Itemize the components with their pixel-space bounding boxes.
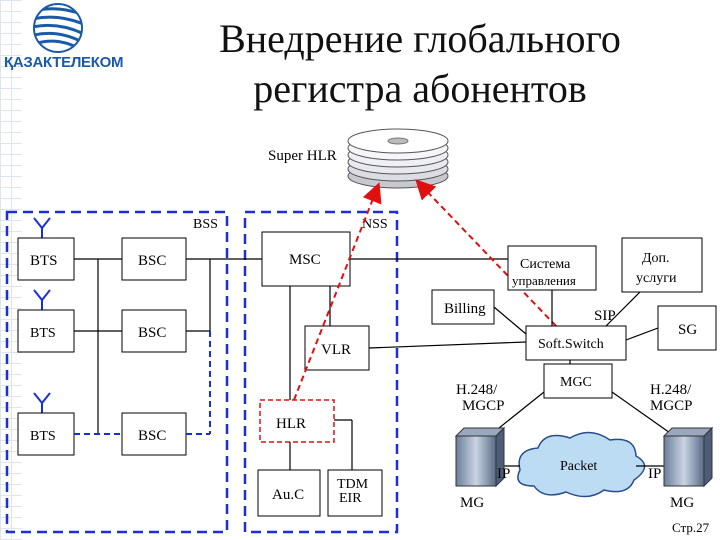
softswitch-node — [525, 325, 627, 361]
antenna-icons — [33, 217, 51, 413]
bss-label: BSS — [193, 217, 218, 232]
auc-node — [257, 469, 321, 517]
eir-label: EIR — [339, 491, 362, 506]
hlr-super-hlr-arrow — [293, 182, 382, 401]
bts-label-3: BTS — [30, 429, 56, 444]
hlr-label: HLR — [276, 416, 306, 432]
bts-bsc-links — [74, 258, 122, 434]
antenna-icon — [33, 392, 51, 413]
mgc-label: MGC — [560, 375, 592, 390]
sip-label: SIP — [594, 308, 616, 324]
nss-region — [243, 210, 399, 534]
title-line-2: регистра абонентов — [253, 66, 587, 111]
h248-left-label-1: H.248/ — [456, 382, 498, 398]
mgc-node — [543, 363, 613, 399]
nss-links — [289, 258, 527, 470]
super-hlr-label: Super HLR — [268, 148, 337, 164]
sg-label: SG — [678, 322, 697, 338]
bsc-node-1 — [121, 237, 187, 281]
sg-node — [657, 305, 717, 351]
bts-label-2: BTS — [30, 326, 56, 341]
management-system-node — [507, 245, 597, 291]
h248-right-label-2: MGCP — [650, 398, 693, 414]
management-system-label-1: Система — [520, 257, 571, 272]
softswitch-label: Soft.Switch — [538, 337, 604, 352]
h248-right-label-1: H.248/ — [650, 382, 692, 398]
packet-cloud-icon — [517, 431, 646, 498]
bts-label-1: BTS — [30, 253, 58, 269]
softswitch-super-hlr-arrow — [415, 179, 557, 327]
ip-left-label: IP — [497, 466, 510, 482]
bsc-label-1: BSC — [138, 253, 166, 269]
extra-services-node — [621, 237, 703, 293]
globe-logo-icon — [33, 3, 83, 53]
billing-node — [431, 289, 495, 325]
mg-right-label: MG — [670, 495, 694, 511]
page-title: Внедрение глобального регистра абонентов — [160, 14, 680, 114]
billing-label: Billing — [444, 301, 486, 317]
msc-node — [261, 231, 351, 287]
logo-text: ҚАЗАКТЕЛЕКОМ — [4, 54, 124, 71]
page-number: Стр.27 — [672, 520, 710, 535]
title-line-1: Внедрение глобального — [219, 16, 621, 61]
packet-label: Packet — [560, 459, 597, 474]
tdm-label: TDM — [337, 477, 369, 492]
antenna-icon — [33, 217, 51, 238]
management-system-label-2: управления — [512, 273, 576, 288]
media-gateway-server-icon — [662, 426, 714, 488]
bsc-label-3: BSC — [138, 428, 166, 444]
background-grid — [0, 0, 22, 540]
bts-node-3 — [17, 412, 75, 456]
ip-right-label: IP — [648, 466, 661, 482]
bsc-node-3 — [121, 412, 187, 456]
media-gateway-server-icon — [454, 426, 506, 488]
eir-node — [327, 469, 383, 517]
bts-node-2 — [17, 309, 75, 353]
antenna-icon — [33, 289, 51, 310]
bsc-label-2: BSC — [138, 325, 166, 341]
hlr-node — [259, 399, 335, 443]
vlr-node — [304, 325, 370, 371]
super-hlr-disk-stack-icon — [347, 128, 449, 189]
extra-services-label-1: Доп. — [642, 251, 670, 266]
nss-label: NSS — [362, 217, 388, 232]
extra-services-label-2: услуги — [636, 271, 677, 286]
bsc-msc-links — [186, 258, 262, 332]
auc-label: Au.C — [272, 487, 304, 503]
mg-left-label: MG — [460, 495, 484, 511]
vlr-label: VLR — [321, 342, 351, 358]
msc-label: MSC — [289, 252, 321, 268]
h248-left-label-2: MGCP — [462, 398, 505, 414]
bss-region — [5, 210, 229, 534]
